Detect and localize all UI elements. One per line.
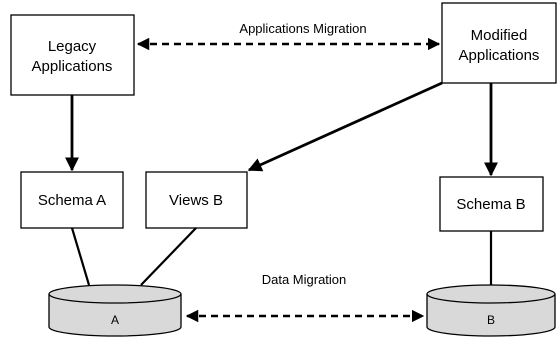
schema-a-label: Schema A <box>38 192 106 209</box>
modified-applications-box <box>441 2 557 84</box>
schema-a-to-database-a-line <box>70 227 91 286</box>
data-migration-label: Data Migration <box>262 272 347 287</box>
database-a-cylinder <box>48 284 182 337</box>
schema-a-box <box>20 171 124 229</box>
modified-applications-label-line1: Modified <box>471 27 528 44</box>
database-a-label: A <box>111 313 119 327</box>
legacy-applications-box <box>10 14 135 96</box>
database-b-cylinder <box>426 284 556 337</box>
database-b-label: B <box>487 313 495 327</box>
views-b-box <box>145 171 248 229</box>
legacy-applications-label-line2: Applications <box>32 58 113 75</box>
views-b-to-database-a-line <box>140 227 197 286</box>
schema-b-box <box>439 176 544 232</box>
modified-applications-label-line2: Applications <box>459 47 540 64</box>
schema-b-label: Schema B <box>456 196 525 213</box>
modified-to-views-b-arrow <box>247 81 443 172</box>
applications-migration-label: Applications Migration <box>239 21 366 36</box>
views-b-label: Views B <box>169 192 223 209</box>
legacy-applications-label-line1: Legacy <box>48 38 97 55</box>
